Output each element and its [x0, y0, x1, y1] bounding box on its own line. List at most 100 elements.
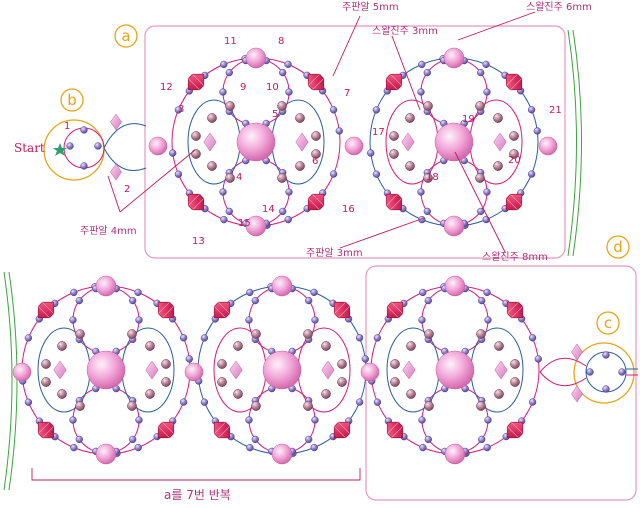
seed-bead	[69, 416, 77, 424]
fire-polish-bead	[493, 113, 503, 123]
seed-bead	[219, 188, 227, 196]
panel-d-frame	[365, 265, 637, 501]
fire-polish-bead	[475, 173, 485, 183]
fire-polish-bead	[424, 329, 434, 339]
label-c: c	[604, 314, 612, 332]
step-4: 4	[236, 172, 242, 183]
label-fire-5mm: 주판알 5mm	[342, 1, 399, 13]
bicone-crystal	[506, 421, 524, 439]
diamond-crystal	[321, 360, 335, 380]
fire-polish-bead	[217, 377, 227, 387]
pearl-bead	[271, 443, 293, 465]
thread-path	[72, 286, 140, 354]
seed-bead	[174, 106, 183, 114]
pearl-bead	[262, 350, 302, 390]
bicone-crystal	[333, 421, 351, 439]
seed-bead	[367, 149, 375, 157]
pearl-bead	[444, 443, 466, 465]
pearl-bead	[344, 136, 364, 156]
seed-bead	[533, 127, 541, 135]
seed-bead	[305, 296, 313, 305]
pearl-bead	[12, 362, 32, 382]
pearl-bead	[148, 136, 168, 156]
bicone-crystal	[157, 421, 175, 439]
step-3: 3	[178, 104, 184, 115]
step-21: 21	[549, 105, 562, 116]
step-11: 11	[224, 36, 237, 47]
seed-bead	[418, 60, 426, 69]
pearl-bead	[435, 350, 475, 390]
seed-bead	[311, 416, 319, 424]
seed-bead	[135, 416, 143, 424]
pearl-bead	[236, 122, 276, 162]
seed-bead	[528, 334, 537, 342]
fire-polish-bead	[423, 101, 433, 111]
fire-polish-bead	[75, 401, 85, 411]
seed-bead	[129, 435, 137, 444]
fire-polish-bead	[217, 359, 227, 369]
seed-bead	[69, 316, 77, 324]
seed-bead	[279, 68, 287, 77]
step-14: 14	[262, 204, 275, 215]
seed-bead	[423, 207, 431, 216]
bicone-crystal	[385, 193, 403, 211]
thread-path	[222, 158, 290, 226]
label-fire-3mm: 주판알 3mm	[306, 247, 363, 259]
thread-path	[248, 386, 316, 454]
pearl-bead	[360, 362, 380, 382]
step-12: 12	[160, 82, 173, 93]
seed-bead	[335, 127, 343, 135]
start-marker: Start	[14, 141, 67, 156]
seed-bead	[483, 288, 491, 297]
diamond-crystal	[145, 360, 159, 380]
diamond-crystal	[110, 163, 122, 181]
bicone-crystal	[506, 301, 524, 319]
step-8: 8	[278, 36, 284, 47]
seed-bead	[418, 316, 426, 324]
seed-bead	[305, 435, 313, 444]
seed-bead	[285, 188, 293, 196]
seed-bead	[477, 207, 485, 216]
label-fire-4mm: 주판알 4mm	[80, 225, 137, 237]
fire-polish-bead	[233, 389, 243, 399]
thread-path	[420, 158, 488, 226]
seed-bead	[174, 170, 183, 178]
seed-bead	[80, 162, 88, 170]
seed-bead	[200, 398, 209, 406]
seed-bead	[251, 296, 259, 305]
pearl-bead	[434, 122, 474, 162]
pearl-bead	[86, 350, 126, 390]
motif-5	[368, 275, 542, 465]
fire-polish-bead	[406, 341, 416, 351]
pearl-bead	[245, 47, 267, 69]
detail-ring-b	[43, 119, 105, 181]
step-9: 9	[240, 82, 246, 93]
seed-bead	[419, 443, 427, 452]
thread-path	[103, 147, 147, 171]
fire-polish-bead	[494, 389, 504, 399]
pearl-bead	[245, 215, 267, 237]
bicone-crystal	[386, 421, 404, 439]
diamond-crystal	[401, 132, 415, 152]
fire-polish-bead	[405, 113, 415, 123]
seed-bead	[329, 106, 338, 114]
seed-bead	[135, 316, 143, 324]
bicone-crystal	[385, 73, 403, 91]
diamond-crystal	[571, 385, 583, 403]
fire-polish-bead	[510, 359, 520, 369]
seed-bead	[129, 296, 137, 305]
fire-polish-bead	[207, 113, 217, 123]
motif-3	[19, 275, 193, 465]
pearl-bead	[95, 443, 117, 465]
seed-bead	[372, 170, 381, 178]
seed-bead	[527, 106, 536, 114]
diamond-crystal	[571, 343, 583, 361]
fire-polish-bead	[295, 161, 305, 171]
green-edge-right-2	[572, 29, 582, 257]
seed-bead	[355, 398, 364, 406]
bicone-crystal	[213, 421, 231, 439]
thread-path	[222, 58, 290, 126]
bicone-crystal	[333, 301, 351, 319]
seed-bead	[424, 435, 432, 444]
seed-bead	[477, 68, 485, 77]
